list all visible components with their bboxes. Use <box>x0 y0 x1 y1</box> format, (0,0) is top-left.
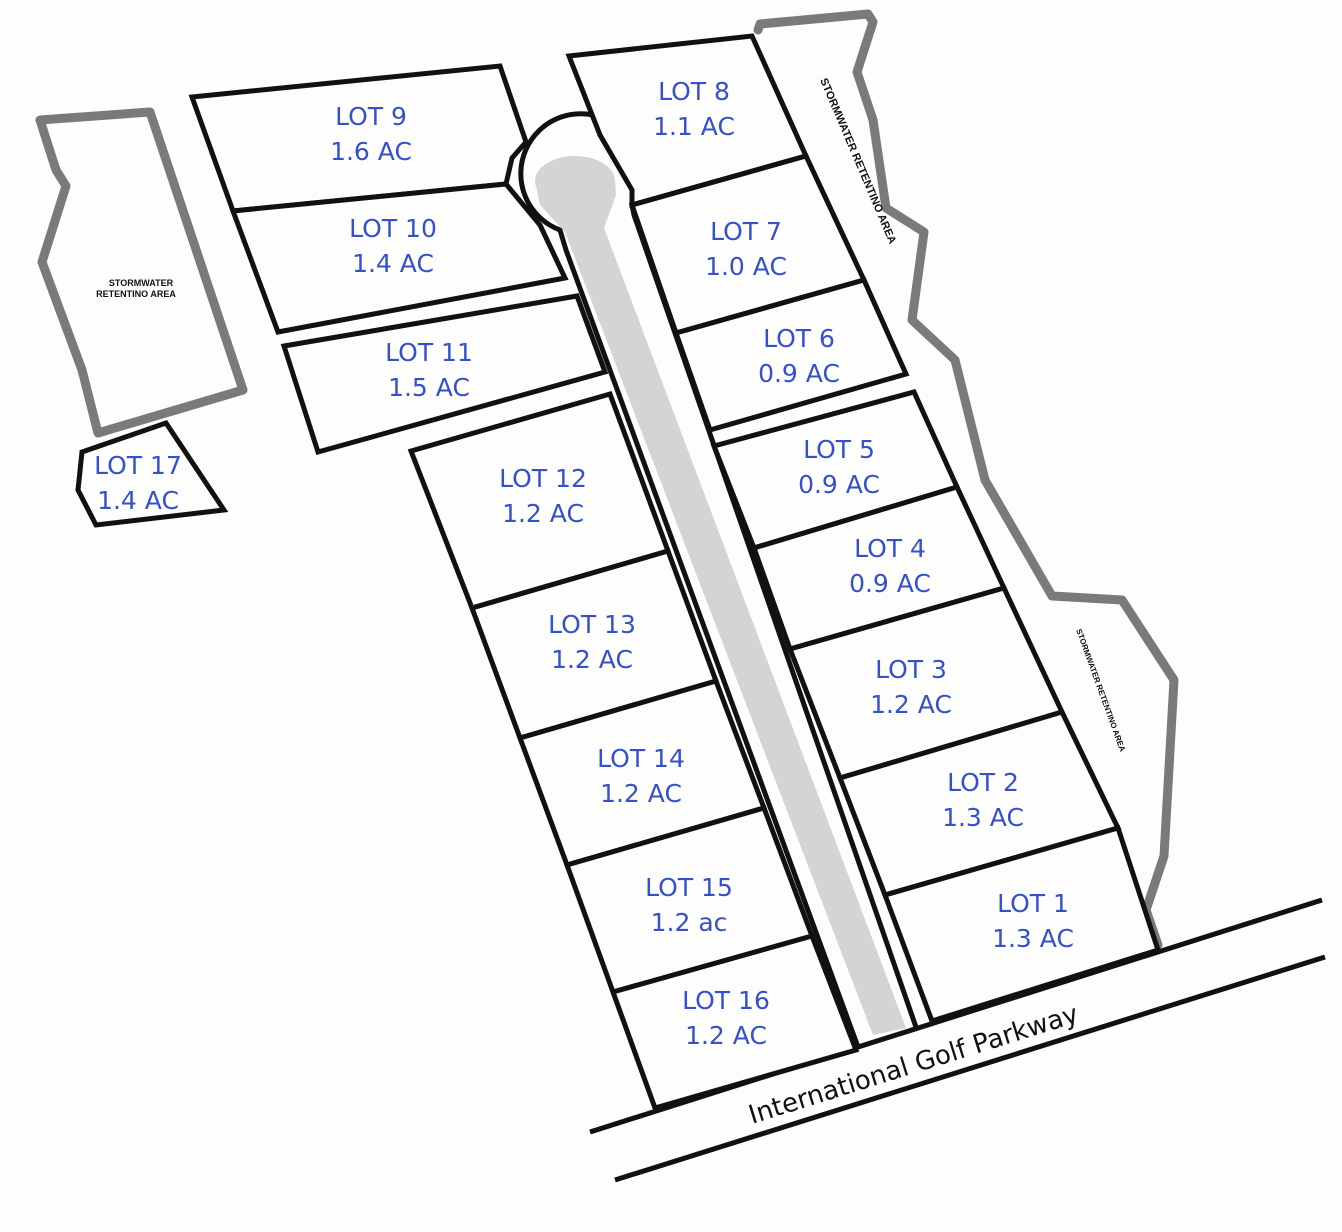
lot-14-size: 1.2 AC <box>600 779 682 808</box>
lot-4-size: 0.9 AC <box>849 569 931 598</box>
lot-1-size: 1.3 AC <box>992 924 1074 953</box>
parkway-south-edge <box>614 954 1326 1183</box>
lot-15-name: LOT 15 <box>645 873 733 902</box>
lot-5-name: LOT 5 <box>803 435 875 464</box>
lot-1-name: LOT 1 <box>997 889 1069 918</box>
lot-2-size: 1.3 AC <box>942 803 1024 832</box>
lot-16-parcel[interactable] <box>609 932 860 1112</box>
lot-12-name: LOT 12 <box>499 464 587 493</box>
lot-12-size: 1.2 AC <box>502 499 584 528</box>
lots <box>75 33 1162 1112</box>
lot-5-size: 0.9 AC <box>798 470 880 499</box>
lot-4-name: LOT 4 <box>854 534 926 563</box>
lot-9-size: 1.6 AC <box>330 137 412 166</box>
lot-9-name: LOT 9 <box>335 102 407 131</box>
lot-13-name: LOT 13 <box>548 610 636 639</box>
lot-17-size: 1.4 AC <box>97 486 179 515</box>
lot-6-name: LOT 6 <box>763 324 835 353</box>
lot-16-name: LOT 16 <box>682 986 770 1015</box>
lot-7-name: LOT 7 <box>710 217 782 246</box>
cul-de-sac-bulb <box>535 156 615 206</box>
stormwater-west-label-line1: STORMWATER <box>109 278 174 288</box>
lot-13-size: 1.2 AC <box>551 645 633 674</box>
lot-3-name: LOT 3 <box>875 655 947 684</box>
lot-6-size: 0.9 AC <box>758 359 840 388</box>
stormwater-west-label-line2: RETENTINO AREA <box>96 289 176 299</box>
lot-14-name: LOT 14 <box>597 744 685 773</box>
stormwater-east-lower-label: STORMWATER RETENTINO AREA <box>1074 628 1127 754</box>
lot-7-size: 1.0 AC <box>705 252 787 281</box>
lot-11-size: 1.5 AC <box>388 373 470 402</box>
lot-3-size: 1.2 AC <box>870 690 952 719</box>
lot-2-name: LOT 2 <box>947 768 1019 797</box>
lot-15-size: 1.2 ac <box>651 908 728 937</box>
lot-17-name: LOT 17 <box>94 451 182 480</box>
lot-8-name: LOT 8 <box>658 77 730 106</box>
road-pavement-strip <box>535 180 906 1035</box>
stormwater-area-west-outline <box>35 107 248 438</box>
stormwater-areas <box>35 9 1179 950</box>
lot-11-name: LOT 11 <box>385 338 473 367</box>
lot-labels: LOT 1 1.3 AC LOT 2 1.3 AC LOT 3 1.2 AC LOT 4 0.… <box>94 77 1074 1050</box>
stormwater-area-east-outline <box>753 9 1179 950</box>
lot-6-parcel[interactable] <box>672 277 910 434</box>
lot-11-parcel[interactable] <box>280 293 609 456</box>
lot-10-name: LOT 10 <box>349 214 437 243</box>
cul-de-sac-road[interactable] <box>518 111 920 1048</box>
lot-16-size: 1.2 AC <box>685 1021 767 1050</box>
lot-1-parcel[interactable] <box>881 824 1162 1025</box>
lot-10-size: 1.4 AC <box>352 249 434 278</box>
lot-10-parcel[interactable] <box>229 181 569 335</box>
lot-8-size: 1.1 AC <box>653 112 735 141</box>
lot-17-parcel[interactable] <box>75 420 229 528</box>
